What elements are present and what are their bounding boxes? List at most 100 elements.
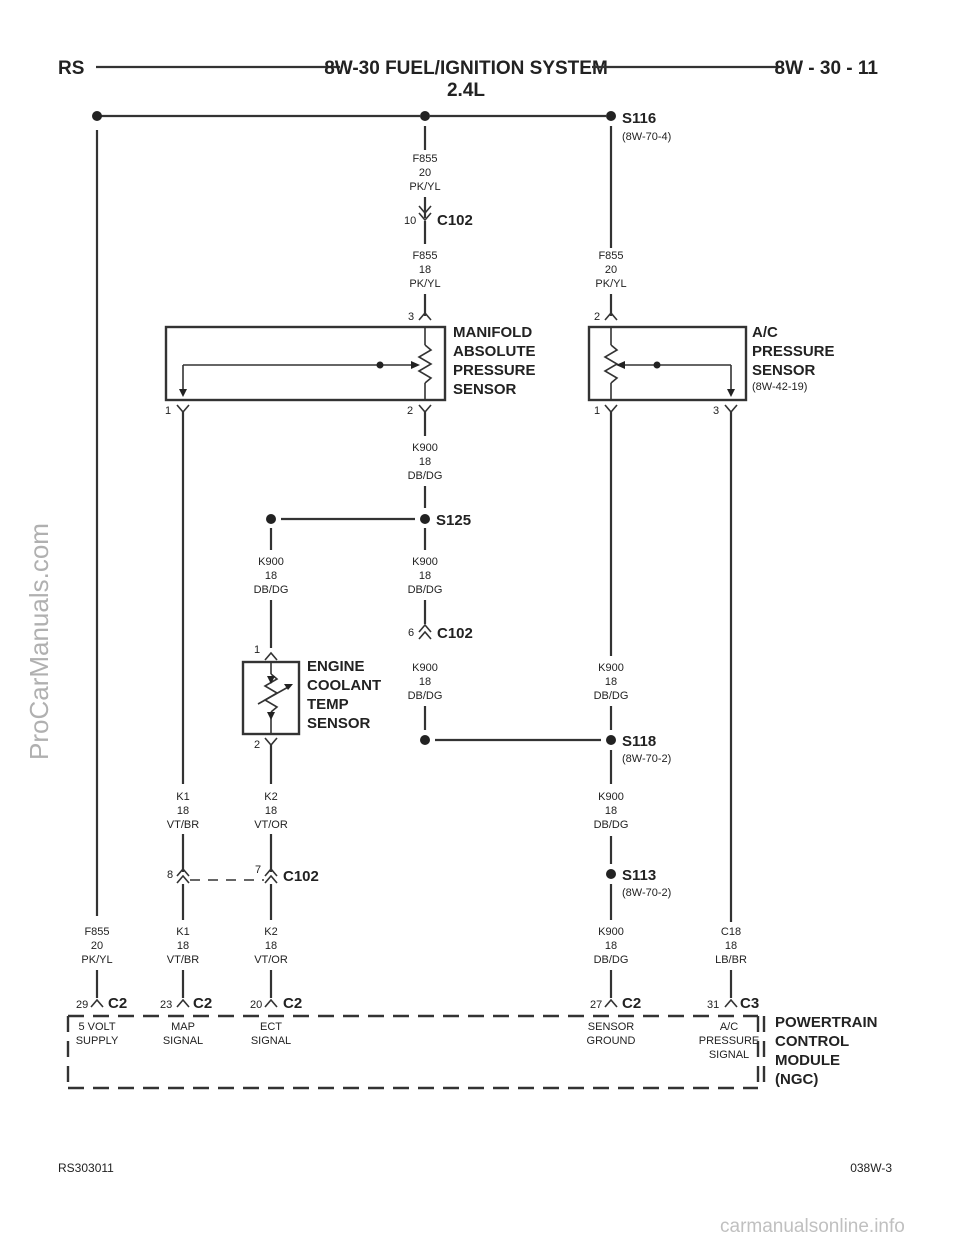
map-title: MANIFOLD — [453, 324, 532, 341]
ac-title: A/C — [752, 324, 778, 341]
ect-title: SENSOR — [307, 715, 371, 732]
connector-pin: 7 — [255, 864, 261, 876]
s116-ref: (8W-70-4) — [622, 131, 671, 143]
wire-label: 18 — [419, 456, 431, 468]
splice-dot — [92, 111, 102, 121]
s118-splice: S118 (8W-70-2) — [420, 733, 671, 765]
splice-dot — [606, 111, 616, 121]
wire-label: 18 — [419, 264, 431, 276]
connector-pin: 27 — [590, 999, 602, 1011]
wire-label: 18 — [265, 570, 277, 582]
connector-pin: 23 — [160, 999, 172, 1011]
bottom-watermark: carmanualsonline.info — [720, 1216, 905, 1237]
c102-label: C102 — [437, 625, 473, 642]
wire-label: F855 — [84, 926, 109, 938]
c2-label: C2 — [622, 995, 641, 1012]
c102-mid-connector: 6 C102 — [408, 623, 473, 642]
wire-label: 18 — [605, 805, 617, 817]
wire-label: VT/OR — [254, 954, 288, 966]
ac-pin-2: 2 — [594, 311, 600, 323]
wire-label: 20 — [605, 264, 617, 276]
wire-label: 18 — [419, 676, 431, 688]
ect-sensor: 1 2 ENGINE COOLANT TEMP SENSOR — [241, 644, 381, 751]
wire-label: 18 — [177, 805, 189, 817]
wire-label: K900 — [598, 926, 624, 938]
s125-label: S125 — [436, 512, 471, 529]
ect-title: COOLANT — [307, 677, 381, 694]
connector-pin: 31 — [707, 999, 719, 1011]
pcm-signal-map: MAP — [171, 1021, 195, 1033]
ac-title: SENSOR — [752, 362, 816, 379]
wire-label: C18 — [721, 926, 741, 938]
wire-label: 18 — [725, 940, 737, 952]
wire-label: DB/DG — [408, 690, 443, 702]
ac-pin-1: 1 — [594, 405, 600, 417]
wire-label: PK/YL — [595, 278, 626, 290]
pcm-title: POWERTRAIN — [775, 1014, 878, 1031]
side-watermark: ProCarManuals.com — [24, 523, 54, 760]
wire-label: F855 — [412, 153, 437, 165]
wire-label: PK/YL — [409, 278, 440, 290]
wire-label: DB/DG — [594, 690, 629, 702]
s113-label: S113 — [622, 867, 656, 884]
top-bus: S116 (8W-70-4) — [92, 110, 671, 143]
c2-label: C2 — [193, 995, 212, 1012]
ect-title: TEMP — [307, 696, 349, 713]
ect-pin-2: 2 — [254, 739, 260, 751]
c102-top-connector: 10 C102 — [404, 205, 473, 229]
pcm-title: CONTROL — [775, 1033, 849, 1050]
c3-label: C3 — [740, 995, 759, 1012]
ac-ref: (8W-42-19) — [752, 381, 807, 393]
wire-label: 20 — [91, 940, 103, 952]
wire-label: K900 — [412, 442, 438, 454]
wire-label: DB/DG — [408, 584, 443, 596]
connector-pin: 29 — [76, 999, 88, 1011]
wire-label: 18 — [605, 676, 617, 688]
pcm-title: (NGC) — [775, 1071, 818, 1088]
connector-pin: 6 — [408, 627, 414, 639]
s125-splice: S125 — [266, 512, 471, 529]
map-pin-3: 3 — [408, 311, 414, 323]
wire-label: DB/DG — [254, 584, 289, 596]
map-sensor: 3 1 2 MANIFOLD ABSOLUTE PRESSURE SENSOR — [164, 311, 536, 417]
pcm-signal-ground: GROUND — [587, 1035, 636, 1047]
map-pin-1: 1 — [165, 405, 171, 417]
s116-label: S116 — [622, 110, 656, 127]
ac-pressure-sensor: 2 1 3 A/C PRESSURE SENSOR (8W-42-19) — [587, 311, 835, 417]
map-title: ABSOLUTE — [453, 343, 536, 360]
page-header: RS 8W-30 FUEL/IGNITION SYSTEM 8W - 30 - … — [58, 58, 878, 101]
pcm-module: 5 VOLT SUPPLY MAP SIGNAL ECT SIGNAL SENS… — [66, 1014, 878, 1090]
c2-label: C2 — [108, 995, 127, 1012]
wire-label: K2 — [264, 791, 277, 803]
c2-label: C2 — [283, 995, 302, 1012]
wire-label: K900 — [598, 791, 624, 803]
wire-label: K900 — [258, 556, 284, 568]
wire-label: DB/DG — [594, 819, 629, 831]
pcm-signal-ect: SIGNAL — [251, 1035, 291, 1047]
wire-label: 18 — [419, 570, 431, 582]
connector-pin: 8 — [167, 869, 173, 881]
wire-label: 20 — [419, 167, 431, 179]
wire-label: K900 — [598, 662, 624, 674]
ect-pin-1: 1 — [254, 644, 260, 656]
c102-low-connector: 8 7 C102 — [167, 864, 319, 885]
map-title: PRESSURE — [453, 362, 536, 379]
wire-label: VT/BR — [167, 954, 199, 966]
header-subtitle: 2.4L — [447, 80, 485, 101]
wire-label: 18 — [177, 940, 189, 952]
s113-ref: (8W-70-2) — [622, 887, 671, 899]
connector-pin: 20 — [250, 999, 262, 1011]
wire-label: PK/YL — [81, 954, 112, 966]
wire-label: LB/BR — [715, 954, 747, 966]
header-title: 8W-30 FUEL/IGNITION SYSTEM — [324, 58, 608, 79]
wire-label: F855 — [598, 250, 623, 262]
s113-splice: S113 (8W-70-2) — [606, 867, 671, 899]
header-page-number: 8W - 30 - 11 — [775, 58, 879, 79]
wire-label: K900 — [412, 556, 438, 568]
pcm-signal-ac: PRESSURE — [699, 1035, 760, 1047]
pcm-signal-ac: SIGNAL — [709, 1049, 749, 1061]
wire-label: 18 — [605, 940, 617, 952]
connector-pin: 10 — [404, 215, 416, 227]
pcm-signal-5v: SUPPLY — [76, 1035, 119, 1047]
